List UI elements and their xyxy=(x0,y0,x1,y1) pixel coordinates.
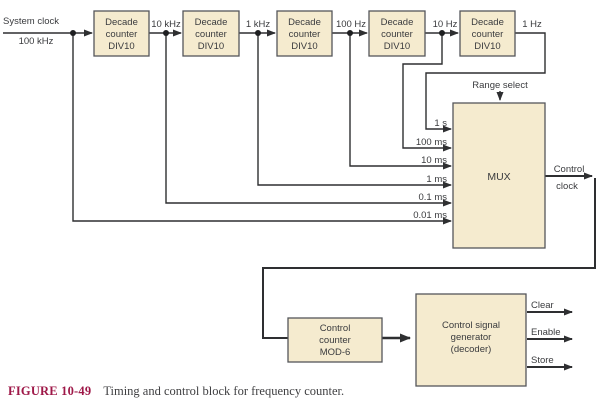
decade-counter-5-line1: Decade xyxy=(471,17,504,28)
decade-counter-3-line3: DIV10 xyxy=(291,41,317,52)
mux-input-label-10ms: 10 ms xyxy=(421,155,447,166)
control-counter-box xyxy=(287,317,383,363)
decade-counter-4-line2: counter xyxy=(381,29,413,40)
decade-counter-3-line2: counter xyxy=(289,29,321,40)
mux-input-wires xyxy=(72,32,546,225)
decade-counter-1-box xyxy=(93,10,150,57)
decade-counter-1-line3: DIV10 xyxy=(108,41,134,52)
mux-input-label-0p1ms: 0.1 ms xyxy=(418,192,447,203)
mux-input-label-0p01ms: 0.01 ms xyxy=(413,210,447,221)
junction-dot xyxy=(163,30,169,36)
decade-counter-2: Decade counter DIV10 xyxy=(182,10,240,57)
junction-dot xyxy=(255,30,261,36)
decade-counter-2-line3: DIV10 xyxy=(198,41,224,52)
decade-counter-5-line3: DIV10 xyxy=(474,41,500,52)
mux: MUX xyxy=(452,102,546,249)
tap-label-10hz: 10 Hz xyxy=(433,19,458,30)
wire-1ms xyxy=(257,33,452,189)
wire-0p1ms xyxy=(165,33,452,207)
generator-line3: (decoder) xyxy=(451,344,492,355)
generator-line1: Control signal xyxy=(442,320,500,331)
tap-label-10khz: 10 kHz xyxy=(151,19,181,30)
system-clock-freq-label: 100 kHz xyxy=(19,36,54,47)
decade-counter-3-line1: Decade xyxy=(288,17,321,28)
output-label-enable: Enable xyxy=(531,327,561,338)
decade-counter-5-box xyxy=(459,10,516,57)
figure-caption-text: Timing and control block for frequency c… xyxy=(103,384,345,398)
tap-label-1khz: 1 kHz xyxy=(246,19,271,30)
mux-input-label-1s: 1 s xyxy=(434,118,447,129)
wire-1s xyxy=(425,32,546,133)
decade-counter-5: Decade counter DIV10 xyxy=(459,10,516,57)
junction-dot xyxy=(439,30,445,36)
output-label-store: Store xyxy=(531,355,554,366)
control-clock-label-line2: clock xyxy=(556,181,578,192)
control-counter-line3: MOD-6 xyxy=(320,347,351,358)
mux-box xyxy=(452,102,546,249)
decade-counter-2-line1: Decade xyxy=(195,17,228,28)
control-clock-label-line1: Control xyxy=(554,164,585,175)
wire-0p01ms xyxy=(72,33,452,225)
decade-counter-3: Decade counter DIV10 xyxy=(276,10,333,57)
mux-input-label-1ms: 1 ms xyxy=(426,174,447,185)
wire-labels: System clock 100 kHz 10 kHz 1 kHz 100 Hz… xyxy=(3,16,584,366)
mux-input-label-100ms: 100 ms xyxy=(416,137,447,148)
tap-label-100hz: 100 Hz xyxy=(336,19,366,30)
wire-100ms xyxy=(402,33,452,152)
generator-line2: generator xyxy=(451,332,492,343)
control-counter-line2: counter xyxy=(319,335,351,346)
decade-counter-4-box xyxy=(368,10,426,57)
system-clock-label: System clock xyxy=(3,16,59,27)
tap-junctions xyxy=(70,30,445,36)
range-select-label: Range select xyxy=(472,80,528,91)
decade-counter-3-box xyxy=(276,10,333,57)
decade-counter-5-line2: counter xyxy=(472,29,504,40)
decade-counter-1: Decade counter DIV10 xyxy=(93,10,150,57)
control-signal-generator: Control signal generator (decoder) xyxy=(415,293,527,387)
control-signal-generator-box xyxy=(415,293,527,387)
wire-10ms xyxy=(349,33,452,170)
figure-caption-label: FIGURE 10-49 xyxy=(8,384,92,398)
figure-caption: FIGURE 10-49 Timing and control block for… xyxy=(8,384,588,399)
wire-control-clock-feedback xyxy=(262,178,596,339)
junction-dot xyxy=(70,30,76,36)
junction-dot xyxy=(347,30,353,36)
mux-label: MUX xyxy=(487,171,510,183)
decade-counter-2-line2: counter xyxy=(195,29,227,40)
decade-counter-1-line2: counter xyxy=(106,29,138,40)
decade-counter-1-line1: Decade xyxy=(105,17,138,28)
decade-counter-4-line3: DIV10 xyxy=(384,41,410,52)
decade-counter-2-box xyxy=(182,10,240,57)
control-counter-line1: Control xyxy=(320,323,351,334)
output-label-clear: Clear xyxy=(531,300,554,311)
decade-counter-4: Decade counter DIV10 xyxy=(368,10,426,57)
control-counter: Control counter MOD-6 xyxy=(287,317,383,363)
generator-output-wires xyxy=(527,308,573,371)
tap-label-1hz: 1 Hz xyxy=(522,19,542,30)
decade-counter-4-line1: Decade xyxy=(381,17,414,28)
